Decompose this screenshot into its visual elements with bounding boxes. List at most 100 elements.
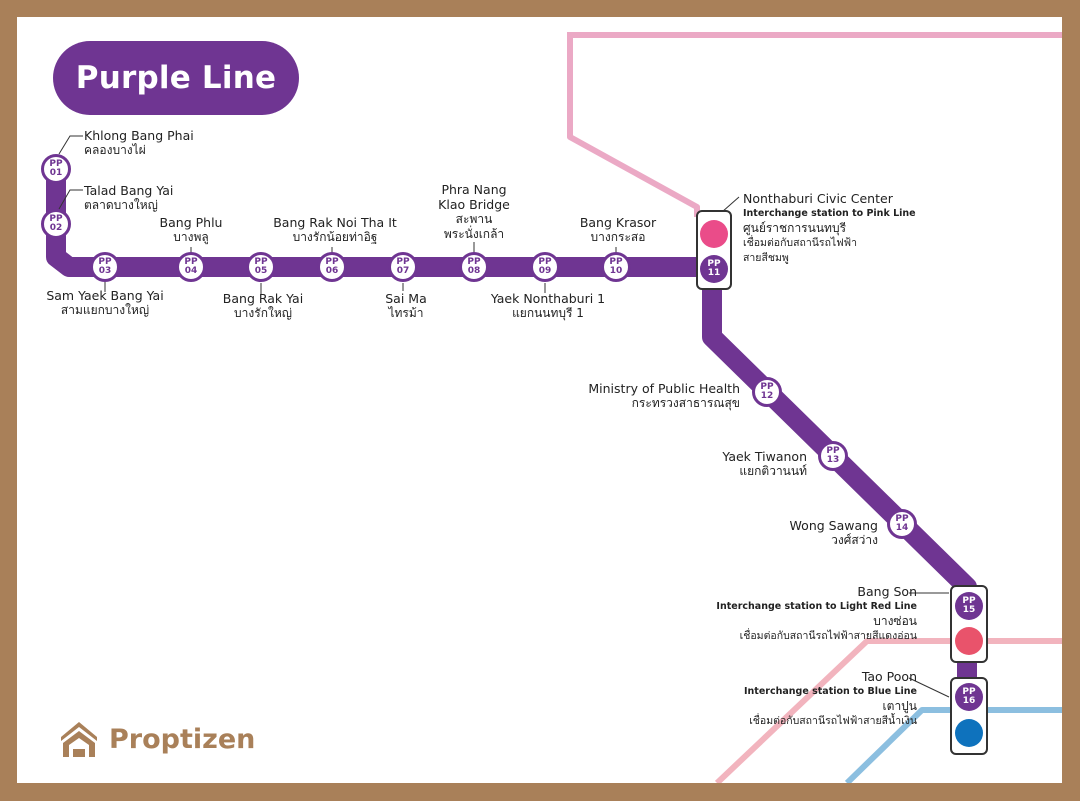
station-name-en: Klao Bridge — [438, 197, 510, 212]
station-name-th: ศูนย์ราชการนนทบุรี — [743, 221, 847, 235]
proptizen-logo-icon — [61, 722, 97, 757]
station-name-en: Bang Son — [857, 584, 917, 599]
station-name-th: พระนั่งเกล้า — [443, 227, 505, 241]
station-name-th: กระทรวงสาธารณสุข — [631, 396, 740, 410]
blue-line-track — [844, 707, 1062, 783]
pink-line-track — [567, 32, 1062, 127]
station-code-number: 01 — [49, 168, 63, 178]
station-name-en: Khlong Bang Phai — [84, 128, 194, 143]
interchange-note-th: สายสีชมพู — [743, 252, 789, 264]
station-code-prefix: PP — [49, 214, 63, 224]
station-name-th: บางรักน้อยท่าอิฐ — [292, 230, 378, 244]
brand-logo: Proptizen — [57, 717, 255, 761]
station-name-th: บางพลู — [173, 230, 209, 244]
station-code-prefix: PP — [325, 257, 339, 267]
station-name-en: Ministry of Public Health — [588, 381, 740, 396]
station-code-number: 11 — [707, 268, 721, 278]
station-code-prefix: PP — [254, 257, 268, 267]
station-name-th: ไทรม้า — [388, 306, 424, 320]
station-name-en: Tao Poon — [861, 669, 917, 684]
line-title-badge: Purple Line — [53, 41, 299, 115]
station-code-prefix: PP — [396, 257, 410, 267]
station-name-en: Bang Krasor — [579, 215, 657, 230]
station-code-prefix: PP — [49, 159, 63, 169]
interchange-note-th: เชื่อมต่อกับสถานีรถไฟฟ้าสายสีแดงอ่อน — [739, 630, 917, 642]
station-name-th: บางรักใหญ่ — [234, 306, 292, 320]
station-name-en: Nonthaburi Civic Center — [743, 191, 893, 206]
station-name-en: Bang Phlu — [159, 215, 223, 230]
station-name-th: วงศ์สว่าง — [831, 533, 878, 547]
station-code-prefix: PP — [895, 514, 909, 524]
station-name-en: Bang Rak Yai — [222, 291, 304, 306]
station-name-th: บางกระสอ — [590, 230, 646, 244]
station-code-number: 02 — [49, 223, 63, 233]
light-red-line-track — [714, 638, 1062, 783]
station-code-number: 13 — [826, 455, 840, 465]
station-code-number: 14 — [895, 523, 909, 533]
pink-line-dot — [700, 220, 728, 248]
station-name-th: แยกนนทบุรี 1 — [512, 306, 584, 320]
station-name-en: Sam Yaek Bang Yai — [46, 288, 164, 303]
blue-line-dot — [955, 719, 983, 747]
station-name-th: สะพาน — [455, 212, 493, 226]
interchange-note-en: Interchange station to Pink Line — [743, 208, 916, 219]
station-code-prefix: PP — [184, 257, 198, 267]
station-label-pp11: Nonthaburi Civic Center Interchange stat… — [743, 191, 916, 266]
station-label-pp15: Bang Son Interchange station to Light Re… — [716, 584, 917, 644]
station-code-number: 06 — [325, 266, 339, 276]
station-name-en: Phra Nang — [441, 182, 507, 197]
station-name-th: ตลาดบางใหญ่ — [84, 198, 158, 212]
station-code-number: 12 — [760, 391, 774, 401]
station-name-en: Yaek Nonthaburi 1 — [490, 291, 606, 306]
brand-name: Proptizen — [109, 723, 256, 755]
station-label-pp16: Tao Poon Interchange station to Blue Lin… — [744, 669, 917, 729]
interchange-note-th: เชื่อมต่อกับสถานีรถไฟฟ้า — [743, 237, 857, 249]
station-code-number: 07 — [396, 266, 410, 276]
station-name-en: Bang Rak Noi Tha It — [273, 215, 397, 230]
station-name-th: แยกติวานนท์ — [739, 464, 807, 478]
leader-lines — [58, 135, 950, 698]
station-name-en: Wong Sawang — [789, 518, 878, 533]
station-name-th: คลองบางไผ่ — [84, 143, 146, 157]
page-title: Purple Line — [75, 60, 277, 96]
station-name-th: บางซ่อน — [873, 614, 917, 628]
station-code-number: 10 — [609, 266, 623, 276]
station-name-th: สามแยกบางใหญ่ — [60, 303, 150, 317]
light-red-line-dot — [955, 627, 983, 655]
station-code-number: 05 — [254, 266, 268, 276]
station-name-en: Sai Ma — [385, 291, 427, 306]
station-code-number: 04 — [184, 266, 198, 276]
interchange-note-en: Interchange station to Light Red Line — [716, 601, 917, 612]
station-name-en: Talad Bang Yai — [84, 183, 174, 198]
interchange-note-th: เชื่อมต่อกับสถานีรถไฟฟ้าสายสีน้ำเงิน — [749, 715, 917, 727]
station-code-prefix: PP — [707, 259, 721, 269]
